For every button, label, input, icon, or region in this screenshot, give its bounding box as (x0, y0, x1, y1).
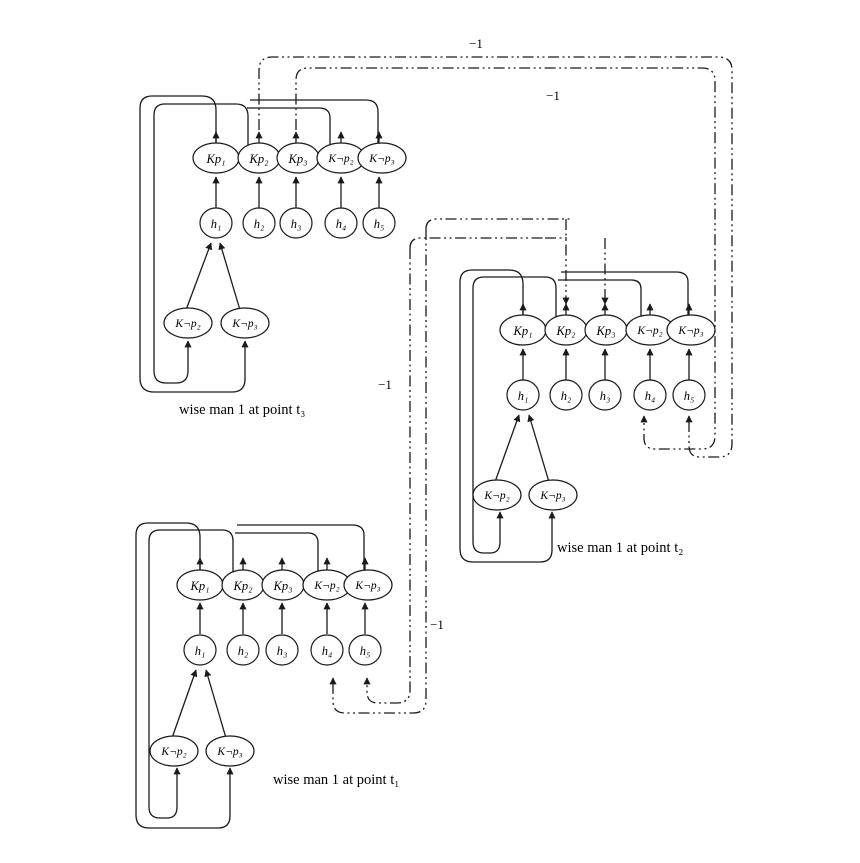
edge-label-group: −1 −1 −1 −1 (378, 36, 560, 632)
interlink-t2-branch-b (409, 237, 545, 249)
node-label-t3-k5: K¬p₃ (368, 153, 394, 165)
node-label-t1-k5: K¬p₃ (354, 580, 380, 592)
node-label-t2-h5: h₅ (684, 389, 695, 403)
node-t2-h3 (588, 379, 622, 411)
feedback-edge-t1-d (237, 524, 365, 573)
feedback-edge-t1-a (135, 522, 234, 829)
node-label-t3-h2: h₂ (254, 217, 265, 231)
node-label-t2-k3: Kp₃ (596, 324, 616, 338)
node-t2-k5 (666, 314, 716, 346)
interlink-t3k3-to-t2h4 (295, 67, 716, 450)
interlink-t3k2-to-t2h5 (258, 56, 733, 458)
node-label-t3-b1: K¬p₂ (174, 318, 200, 330)
feedback-edge-t2-d (561, 271, 689, 319)
node-label-t2-h1: h₁ (518, 389, 529, 403)
node-label-t3-b2: K¬p₃ (231, 318, 257, 330)
node-label-t3-h5: h₅ (374, 217, 385, 231)
caption-t2: wise man 1 at point t₂ (557, 540, 683, 556)
node-label-t2-h4: h₄ (645, 389, 656, 403)
node-t3-k5 (357, 142, 407, 174)
node-label-t3-h1: h₁ (211, 217, 222, 231)
node-label-t2-k4: K¬p₂ (636, 325, 662, 337)
interlink-edges (258, 56, 733, 714)
arrow-t2-b2-h1 (527, 414, 550, 483)
feedback-edge-t1-c (235, 532, 319, 573)
group-t3: Kp₁ Kp₂ Kp₃ K¬p₂ K¬p₃ h₁ h₂ h₃ h₄ h₅ K¬p… (139, 95, 407, 418)
edge-label-top-1: −1 (469, 36, 483, 51)
node-label-t1-k4: K¬p₂ (313, 580, 339, 592)
node-t1-h1 (183, 634, 217, 666)
node-label-t1-h3: h₃ (277, 644, 288, 658)
node-t1-h4 (310, 634, 344, 666)
interlink-mid-to-t1h5 (363, 248, 411, 704)
node-t1-b1 (149, 735, 199, 767)
node-label-t1-b2: K¬p₃ (216, 746, 242, 758)
node-label-t2-h2: h₂ (561, 389, 572, 403)
node-label-t3-h3: h₃ (291, 217, 302, 231)
node-t1-h5 (348, 634, 382, 666)
node-label-t3-k3: Kp₃ (288, 152, 308, 166)
feedback-edge-t3-c (247, 107, 331, 148)
node-t2-h1 (506, 379, 540, 411)
node-t3-h2 (242, 207, 276, 239)
node-t1-k5 (343, 569, 393, 601)
feedback-edge-t2-a (459, 269, 556, 563)
caption-t1: wise man 1 at point t₁ (273, 772, 399, 788)
node-t2-h5 (672, 379, 706, 411)
node-label-t1-h1: h₁ (195, 644, 206, 658)
caption-t3: wise man 1 at point t₃ (179, 402, 305, 418)
node-t3-b1 (163, 307, 213, 339)
feedback-edge-t3-b (153, 103, 249, 384)
node-label-t2-k1: Kp₁ (513, 324, 533, 338)
edge-label-mid: −1 (378, 377, 392, 392)
node-label-t1-h4: h₄ (322, 644, 333, 658)
node-label-t3-k4: K¬p₂ (327, 153, 353, 165)
node-t3-h1 (199, 207, 233, 239)
node-label-t1-h5: h₅ (360, 644, 371, 658)
feedback-edge-t3-d (250, 99, 379, 148)
arrow-t1-b2-h1 (204, 669, 227, 739)
interlink-t2-branch-a (425, 218, 570, 230)
node-t3-b2 (220, 307, 270, 339)
arrow-t3-b2-h1 (218, 242, 241, 311)
feedback-edge-t2-c (558, 279, 642, 319)
node-label-t1-k2: Kp₂ (233, 579, 254, 593)
node-t2-h2 (549, 379, 583, 411)
node-label-t3-k1: Kp₁ (206, 152, 226, 166)
node-label-t2-h3: h₃ (600, 389, 611, 403)
node-label-t1-k3: Kp₃ (273, 579, 293, 593)
edge-label-low: −1 (430, 617, 444, 632)
arrow-t1-b1-h1 (171, 669, 198, 739)
node-label-t3-k2: Kp₂ (249, 152, 270, 166)
node-t2-h4 (633, 379, 667, 411)
node-t1-h2 (226, 634, 260, 666)
node-t3-h4 (324, 207, 358, 239)
node-t3-h3 (279, 207, 313, 239)
node-label-t1-b1: K¬p₂ (160, 746, 186, 758)
node-t2-b1 (472, 479, 522, 511)
node-label-t2-b2: K¬p₃ (539, 490, 565, 502)
arrow-t2-b1-h1 (494, 414, 521, 483)
node-t2-b2 (528, 479, 578, 511)
group-t2: Kp₁ Kp₂ Kp₃ K¬p₂ K¬p₃ h₁ h₂ h₃ h₄ h₅ K¬p… (459, 269, 716, 563)
interlink-mid-to-t1h4 (329, 229, 427, 714)
node-label-t2-b1: K¬p₂ (483, 490, 509, 502)
node-label-t3-h4: h₄ (336, 217, 347, 231)
feedback-edge-t1-b (148, 529, 234, 819)
node-label-t1-h2: h₂ (238, 644, 249, 658)
node-label-t2-k2: Kp₂ (556, 324, 577, 338)
node-label-t1-k1: Kp₁ (190, 579, 210, 593)
feedback-edge-t3-a (139, 95, 249, 393)
edge-label-top-2: −1 (546, 88, 560, 103)
arrow-t3-b1-h1 (185, 242, 213, 311)
group-t1: Kp₁ Kp₂ Kp₃ K¬p₂ K¬p₃ h₁ h₂ h₃ h₄ h₅ K¬p… (135, 522, 399, 829)
node-t1-b2 (205, 735, 255, 767)
feedback-edge-t2-b (472, 276, 557, 554)
node-t3-h5 (362, 207, 396, 239)
node-label-t2-k5: K¬p₃ (677, 325, 703, 337)
node-t1-h3 (265, 634, 299, 666)
